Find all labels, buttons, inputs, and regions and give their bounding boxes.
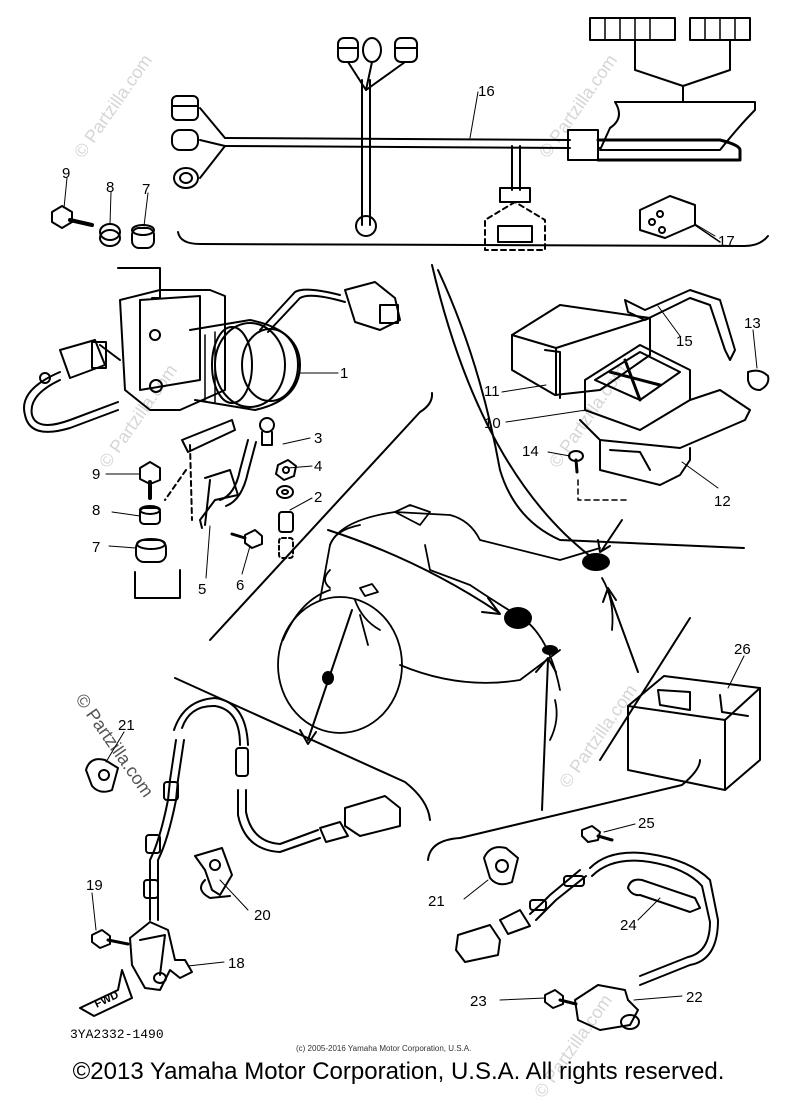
ecu-mount [584,344,691,431]
callout-17[interactable]: 17 [718,233,735,250]
copyright-notice: ©2013 Yamaha Motor Corporation, U.S.A. A… [72,1058,725,1085]
callout-23[interactable]: 23 [470,993,487,1010]
callout-9b[interactable]: 9 [92,466,100,483]
screw-icon [581,825,614,843]
callout-26[interactable]: 26 [734,641,751,658]
callout-3[interactable]: 3 [314,430,322,447]
section-divider [209,392,434,641]
callout-18[interactable]: 18 [228,955,245,972]
ecu-box [511,304,651,396]
bolt-icon [91,929,130,949]
callout-11[interactable]: 11 [484,383,500,400]
section-divider [427,759,701,861]
callout-7a[interactable]: 7 [142,181,150,198]
fwd-label: FWD [93,989,121,1010]
section-divider [437,269,745,549]
callout-7b[interactable]: 7 [92,539,100,556]
connector-icon [355,215,377,237]
screw-icon [568,450,584,474]
sensor-body [574,984,639,1031]
callout-4[interactable]: 4 [314,458,322,475]
diagram-code: 3YA2332-1490 [70,1027,164,1042]
callout-15[interactable]: 15 [676,333,693,350]
connector-icon [639,195,696,239]
connector-icon [497,225,533,243]
grommet-icon [135,538,167,563]
connector-icon [171,95,199,189]
bracket-icon [199,469,239,529]
callout-14[interactable]: 14 [522,443,539,460]
nut-icon [275,459,297,481]
wire-harness [199,61,742,226]
callout-1[interactable]: 1 [340,365,348,382]
callout-21a[interactable]: 21 [118,717,135,734]
location-arrow [299,264,639,811]
collar-icon [99,223,121,247]
leader-line [63,91,758,1001]
sensor-unit [189,319,301,411]
callout-19[interactable]: 19 [86,877,103,894]
grommet-icon [131,224,155,249]
callout-8a[interactable]: 8 [106,179,114,196]
speed-sensor-right [455,851,719,1031]
clamp-icon [85,758,119,793]
sensor-unit [119,289,226,411]
bolt-icon [139,461,161,500]
connector-icon [344,281,401,331]
bracket-icon [194,847,233,899]
callout-13[interactable]: 13 [744,315,761,332]
section-divider [177,231,769,247]
clamp-icon [483,846,519,886]
grommet-icon [747,369,770,391]
ecu-bracket [579,389,751,449]
callout-22[interactable]: 22 [686,989,703,1006]
callout-9a[interactable]: 9 [62,165,70,182]
callout-8b[interactable]: 8 [92,502,100,519]
callout-10[interactable]: 10 [484,415,501,432]
callout-24[interactable]: 24 [620,917,637,934]
washer-icon [276,485,294,499]
connector-icon [344,795,401,837]
bolt-icon [51,205,94,229]
sleeve-icon [278,511,294,559]
connector-icon [455,924,501,963]
small-copyright: (c) 2005-2016 Yamaha Motor Corporation, … [296,1044,472,1053]
harness-junction [599,101,756,151]
section-divider [599,617,691,761]
callout-25[interactable]: 25 [638,815,655,832]
callout-12[interactable]: 12 [714,493,731,510]
callout-2[interactable]: 2 [314,489,322,506]
section-divider [174,677,431,821]
bolt-icon [230,529,263,549]
connector-icon [589,17,676,41]
bolt-icon [544,989,578,1009]
connector-icon [337,37,418,63]
battery-icon [627,675,761,791]
speed-sensor-left [129,697,401,991]
connector-icon [499,187,531,203]
callout-16[interactable]: 16 [478,83,495,100]
callout-5[interactable]: 5 [198,581,206,598]
sensor-tip-icon [259,417,275,433]
bracket-icon [627,878,701,913]
callout-6[interactable]: 6 [236,577,244,594]
ecu-band [624,289,736,361]
collar-icon [139,505,161,525]
callout-21b[interactable]: 21 [428,893,445,910]
fwd-arrow-icon [79,969,133,1017]
callout-20[interactable]: 20 [254,907,271,924]
connector-icon [59,339,106,379]
